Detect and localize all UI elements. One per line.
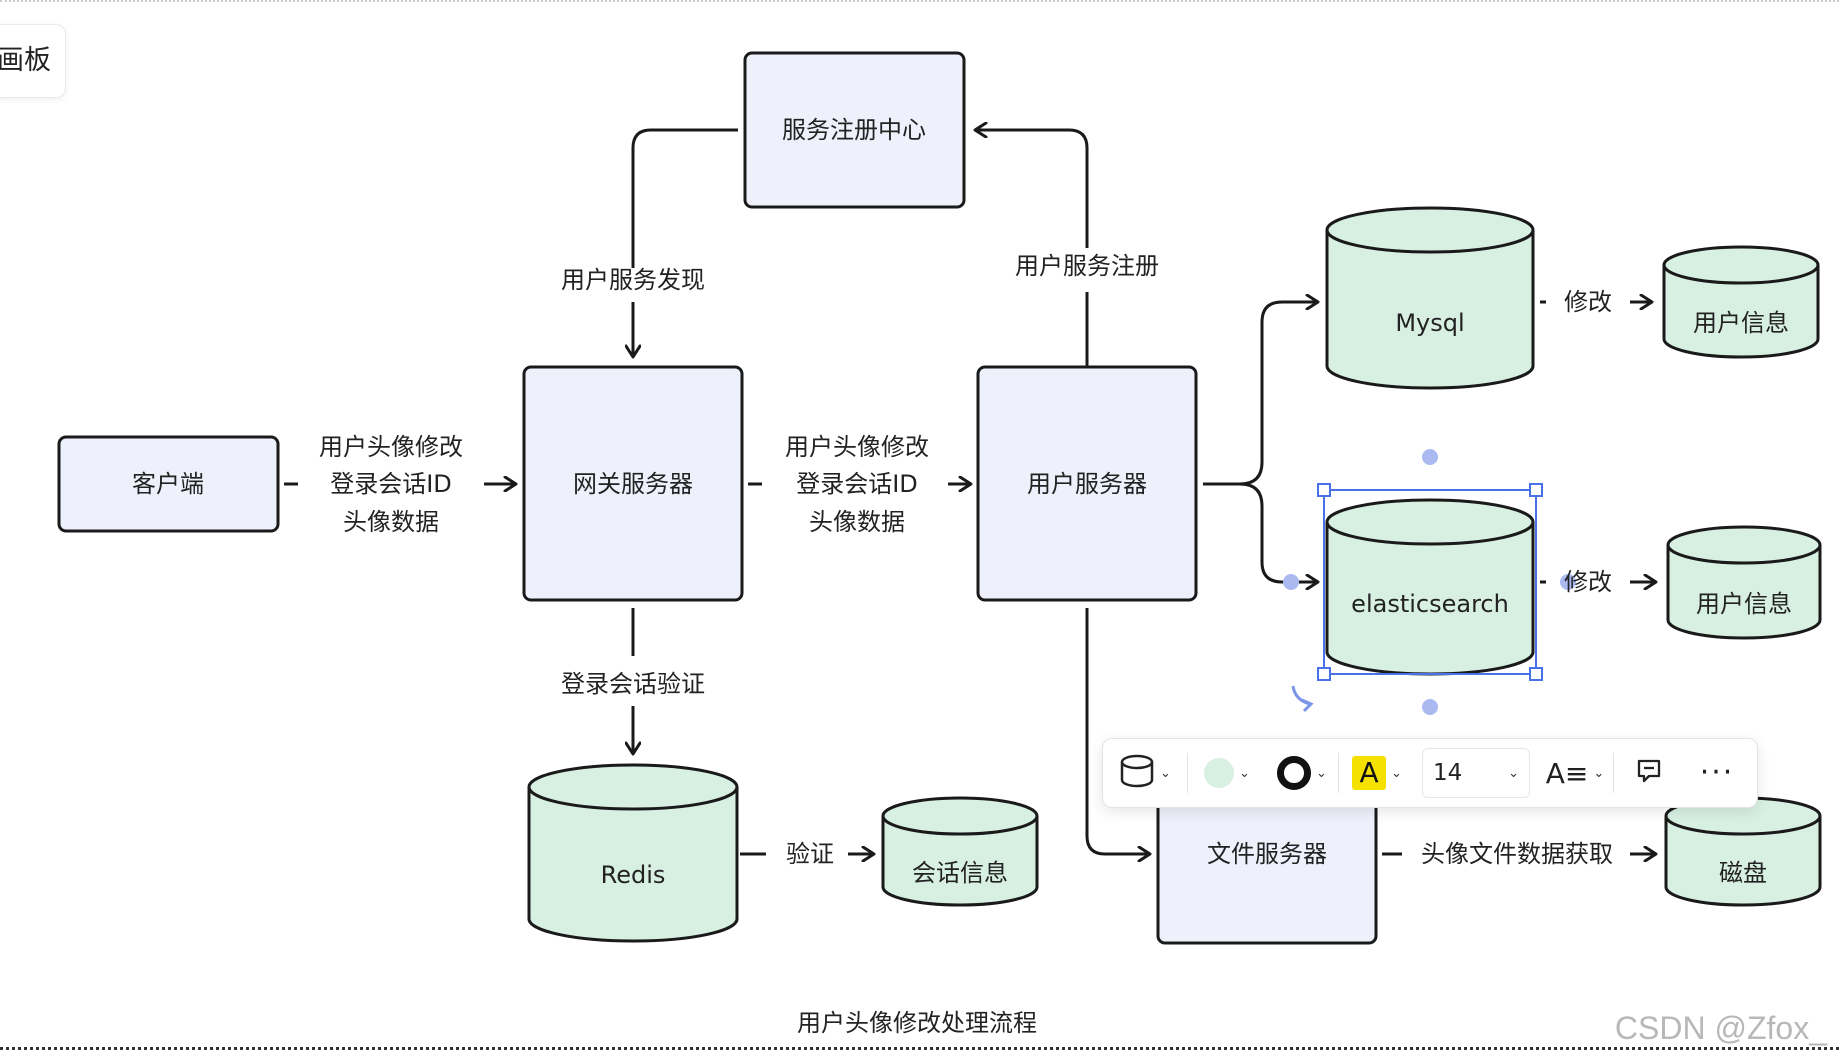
resize-handle-br[interactable] (1529, 667, 1543, 681)
node-client[interactable] (57, 435, 280, 533)
chevron-down-icon: ⌄ (1508, 765, 1519, 781)
comment-icon (1635, 757, 1663, 789)
node-file-server-label: 文件服务器 (1207, 840, 1327, 868)
node-registry-center[interactable] (743, 51, 966, 209)
font-size-select[interactable]: 14 ⌄ (1415, 739, 1537, 807)
diagram-caption: 用户头像修改处理流程 (797, 1009, 1037, 1037)
node-mysql[interactable] (1325, 206, 1535, 390)
resize-handle-bl[interactable] (1317, 667, 1331, 681)
edge-user-file[interactable] (1085, 608, 1150, 854)
cylinder-icon (1119, 754, 1155, 792)
connect-handle-right[interactable] (1560, 574, 1576, 590)
toolbar-divider (1187, 753, 1188, 793)
edge-label-client-gw-3: 头像数据 (343, 508, 439, 536)
more-options-button[interactable]: ··· (1684, 739, 1750, 807)
toolbar-divider (1613, 753, 1614, 793)
node-redis[interactable] (527, 763, 739, 943)
whiteboard-panel-tab[interactable]: 画板 (0, 24, 66, 98)
font-color-icon: A (1352, 756, 1387, 790)
text-style-dropdown[interactable]: A≡ ⌄ (1537, 739, 1613, 807)
whiteboard-panel-label: 画板 (0, 45, 51, 76)
edge-label-client-gw-2: 登录会话ID (330, 470, 452, 498)
edge-user-mysql[interactable] (1239, 302, 1318, 486)
node-user-server[interactable] (976, 365, 1198, 602)
font-size-value: 14 (1433, 760, 1463, 786)
shape-type-dropdown[interactable]: ⌄ (1103, 739, 1187, 807)
selection-box (1283, 449, 1576, 715)
toolbar-divider (1338, 753, 1339, 793)
node-user-info-2-label: 用户信息 (1696, 590, 1792, 618)
chevron-down-icon: ⌄ (1316, 765, 1327, 781)
edge-label-discover: 用户服务发现 (561, 266, 705, 294)
node-gateway-server[interactable] (522, 365, 744, 602)
edge-label-register: 用户服务注册 (1015, 252, 1159, 280)
node-elasticsearch[interactable] (1325, 498, 1535, 676)
edge-service-register-arrow[interactable] (975, 130, 1089, 248)
canvas-top-border (0, 0, 1839, 2)
fill-color-swatch-icon (1204, 758, 1235, 788)
node-elasticsearch-label: elasticsearch (1351, 590, 1509, 618)
connect-handle-top[interactable] (1422, 449, 1438, 465)
edge-label-client-gw-1: 用户头像修改 (319, 433, 463, 461)
node-redis-label: Redis (601, 861, 666, 889)
connect-handle-bottom[interactable] (1422, 699, 1438, 715)
chevron-down-icon: ⌄ (1391, 765, 1402, 781)
resize-handle-tr[interactable] (1529, 483, 1543, 497)
connect-handle-left[interactable] (1283, 574, 1299, 590)
edge-label-verify: 验证 (786, 840, 834, 868)
edge-label-es-modify: 修改 (1564, 568, 1612, 596)
node-client-label: 客户端 (132, 470, 204, 498)
border-style-dropdown[interactable]: ⌄ (1266, 739, 1338, 807)
node-registry-label: 服务注册中心 (782, 116, 926, 144)
fill-color-dropdown[interactable]: ⌄ (1188, 739, 1266, 807)
edge-label-gw-user-3: 头像数据 (809, 508, 905, 536)
node-user-server-label: 用户服务器 (1027, 470, 1147, 498)
chevron-down-icon: ⌄ (1239, 765, 1250, 781)
chevron-down-icon: ⌄ (1160, 765, 1171, 781)
edge-service-discovery[interactable] (631, 128, 738, 268)
edge-label-file-fetch: 头像文件数据获取 (1421, 840, 1613, 868)
resize-handle-tl[interactable] (1317, 483, 1331, 497)
node-disk[interactable] (1664, 796, 1822, 907)
edge-user-es[interactable] (1239, 482, 1318, 582)
edge-label-session-verify: 登录会话验证 (561, 670, 705, 698)
node-gateway-label: 网关服务器 (573, 470, 693, 498)
more-icon: ··· (1699, 755, 1735, 790)
edge-label-mysql-modify: 修改 (1564, 288, 1612, 316)
node-session-info[interactable] (881, 796, 1039, 907)
comment-button[interactable] (1614, 739, 1684, 807)
chevron-down-icon: ⌄ (1593, 765, 1605, 781)
node-session-info-label: 会话信息 (912, 859, 1008, 887)
edge-label-gw-user-1: 用户头像修改 (785, 433, 929, 461)
node-user-info-2[interactable] (1666, 525, 1822, 640)
node-user-info-1-label: 用户信息 (1693, 309, 1789, 337)
node-disk-label: 磁盘 (1719, 859, 1767, 887)
text-format-icon: A≡ (1545, 756, 1589, 790)
border-circle-icon (1277, 756, 1312, 790)
shape-style-toolbar: ⌄ ⌄ ⌄ A ⌄ 14 ⌄ A≡ ⌄ ··· (1102, 738, 1758, 808)
node-mysql-label: Mysql (1395, 309, 1464, 337)
node-user-info-1[interactable] (1662, 245, 1820, 359)
font-color-dropdown[interactable]: A ⌄ (1339, 739, 1415, 807)
edge-label-gw-user-2: 登录会话ID (796, 470, 918, 498)
watermark: CSDN @Zfox_ (1614, 1010, 1827, 1046)
canvas-bottom-border (0, 1047, 1839, 1050)
